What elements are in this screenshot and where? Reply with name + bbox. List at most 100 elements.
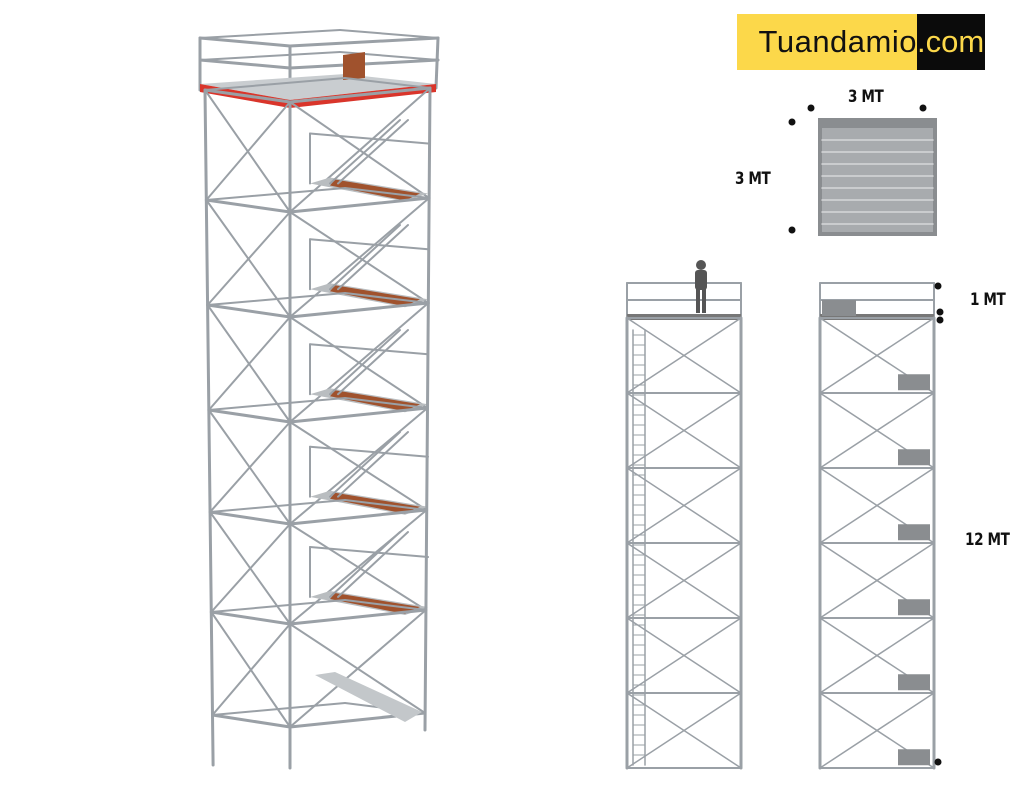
cross-brace xyxy=(289,197,431,318)
person-icon-body xyxy=(695,270,707,290)
ledger xyxy=(203,88,292,104)
dimension-dot xyxy=(807,104,815,112)
cross-brace xyxy=(289,609,427,728)
dimension-dot xyxy=(936,308,944,316)
label-tower-height: 12 MT xyxy=(965,530,1010,550)
logo-name: Tuandamio xyxy=(737,14,917,70)
side-elevation-brace xyxy=(819,317,935,394)
dimension-dot xyxy=(934,282,942,290)
ladder xyxy=(337,329,409,396)
base-platform xyxy=(315,672,422,722)
cross-brace xyxy=(210,523,291,613)
dimension-dot xyxy=(788,226,796,234)
stair-rail xyxy=(309,343,429,356)
stair-rail xyxy=(309,546,429,558)
guardrail xyxy=(198,58,292,70)
logo-suffix: .com xyxy=(917,14,985,70)
front-elevation-brace xyxy=(626,617,742,694)
ledger xyxy=(344,292,430,304)
front-elevation-brace xyxy=(626,467,742,544)
label-top-width: 3 MT xyxy=(848,87,884,107)
front-elevation-brace xyxy=(626,317,742,394)
ledger xyxy=(206,292,346,306)
side-elevation-stair-platform xyxy=(898,374,930,391)
front-elevation-brace xyxy=(626,392,742,469)
person-icon xyxy=(696,260,706,270)
ledger xyxy=(205,187,346,201)
stair-rail xyxy=(309,238,429,251)
ladder xyxy=(337,531,409,598)
side-elevation-brace xyxy=(819,392,935,469)
guardrail xyxy=(288,36,440,48)
ledger xyxy=(288,406,429,424)
post xyxy=(203,88,215,767)
cross-brace xyxy=(289,407,429,525)
label-guardrail-height: 1 MT xyxy=(970,290,1006,310)
ledger xyxy=(344,499,428,511)
ledger xyxy=(207,397,346,411)
post xyxy=(434,36,440,90)
ledger xyxy=(344,187,431,199)
ledger xyxy=(211,713,292,729)
ledger xyxy=(288,608,428,626)
ladder xyxy=(329,431,401,498)
ladder xyxy=(329,329,401,396)
ledger xyxy=(207,408,292,424)
ladder xyxy=(329,119,401,185)
ladder xyxy=(337,119,409,185)
cross-brace xyxy=(289,302,430,423)
side-elevation-stair-platform xyxy=(898,449,930,466)
ledger xyxy=(204,198,292,214)
guardrail xyxy=(199,51,341,61)
cross-brace xyxy=(207,316,291,411)
ledger xyxy=(209,499,346,513)
side-top-hatch xyxy=(822,300,856,316)
ledger xyxy=(288,86,432,104)
dimension-dot xyxy=(919,104,927,112)
guardrail xyxy=(199,29,341,39)
plan-deck xyxy=(822,128,933,232)
ledger xyxy=(288,301,430,319)
ladder xyxy=(329,224,401,291)
ledger xyxy=(344,397,429,409)
post xyxy=(423,86,432,732)
ledger xyxy=(344,599,427,611)
ledger xyxy=(210,599,346,613)
dimension-dot xyxy=(934,758,942,766)
ledger xyxy=(204,77,346,91)
ladder xyxy=(329,531,401,598)
label-top-depth: 3 MT xyxy=(735,169,771,189)
ledger xyxy=(288,196,431,214)
dimension-dot xyxy=(936,316,944,324)
side-elevation-brace xyxy=(819,692,935,769)
guardrail xyxy=(198,36,292,48)
side-elevation-stair-platform xyxy=(898,674,930,691)
side-elevation-stair-platform xyxy=(898,749,930,766)
front-elevation-brace xyxy=(626,542,742,619)
top-platform xyxy=(200,74,436,100)
cross-brace xyxy=(211,623,291,716)
front-elevation-brace xyxy=(626,692,742,769)
side-elevation-brace xyxy=(819,467,935,544)
cross-brace xyxy=(205,101,291,201)
side-elevation-brace xyxy=(819,617,935,694)
plank xyxy=(330,179,420,201)
ledger xyxy=(209,610,292,626)
ledger xyxy=(208,510,292,526)
cross-brace xyxy=(289,509,428,625)
cross-brace xyxy=(206,211,291,306)
dimension-dot xyxy=(788,118,796,126)
brand-logo: Tuandamio .com xyxy=(737,14,985,70)
ledger xyxy=(288,508,429,526)
ledger xyxy=(206,303,292,319)
ladder xyxy=(337,431,409,498)
ledger xyxy=(211,702,346,716)
cross-brace xyxy=(209,421,291,513)
person-icon-leg xyxy=(696,289,700,313)
guardrail xyxy=(339,29,439,39)
side-elevation-stair-platform xyxy=(898,524,930,541)
stair-rail xyxy=(309,132,429,145)
person-icon-leg xyxy=(702,289,706,313)
top-hatch xyxy=(343,52,365,80)
